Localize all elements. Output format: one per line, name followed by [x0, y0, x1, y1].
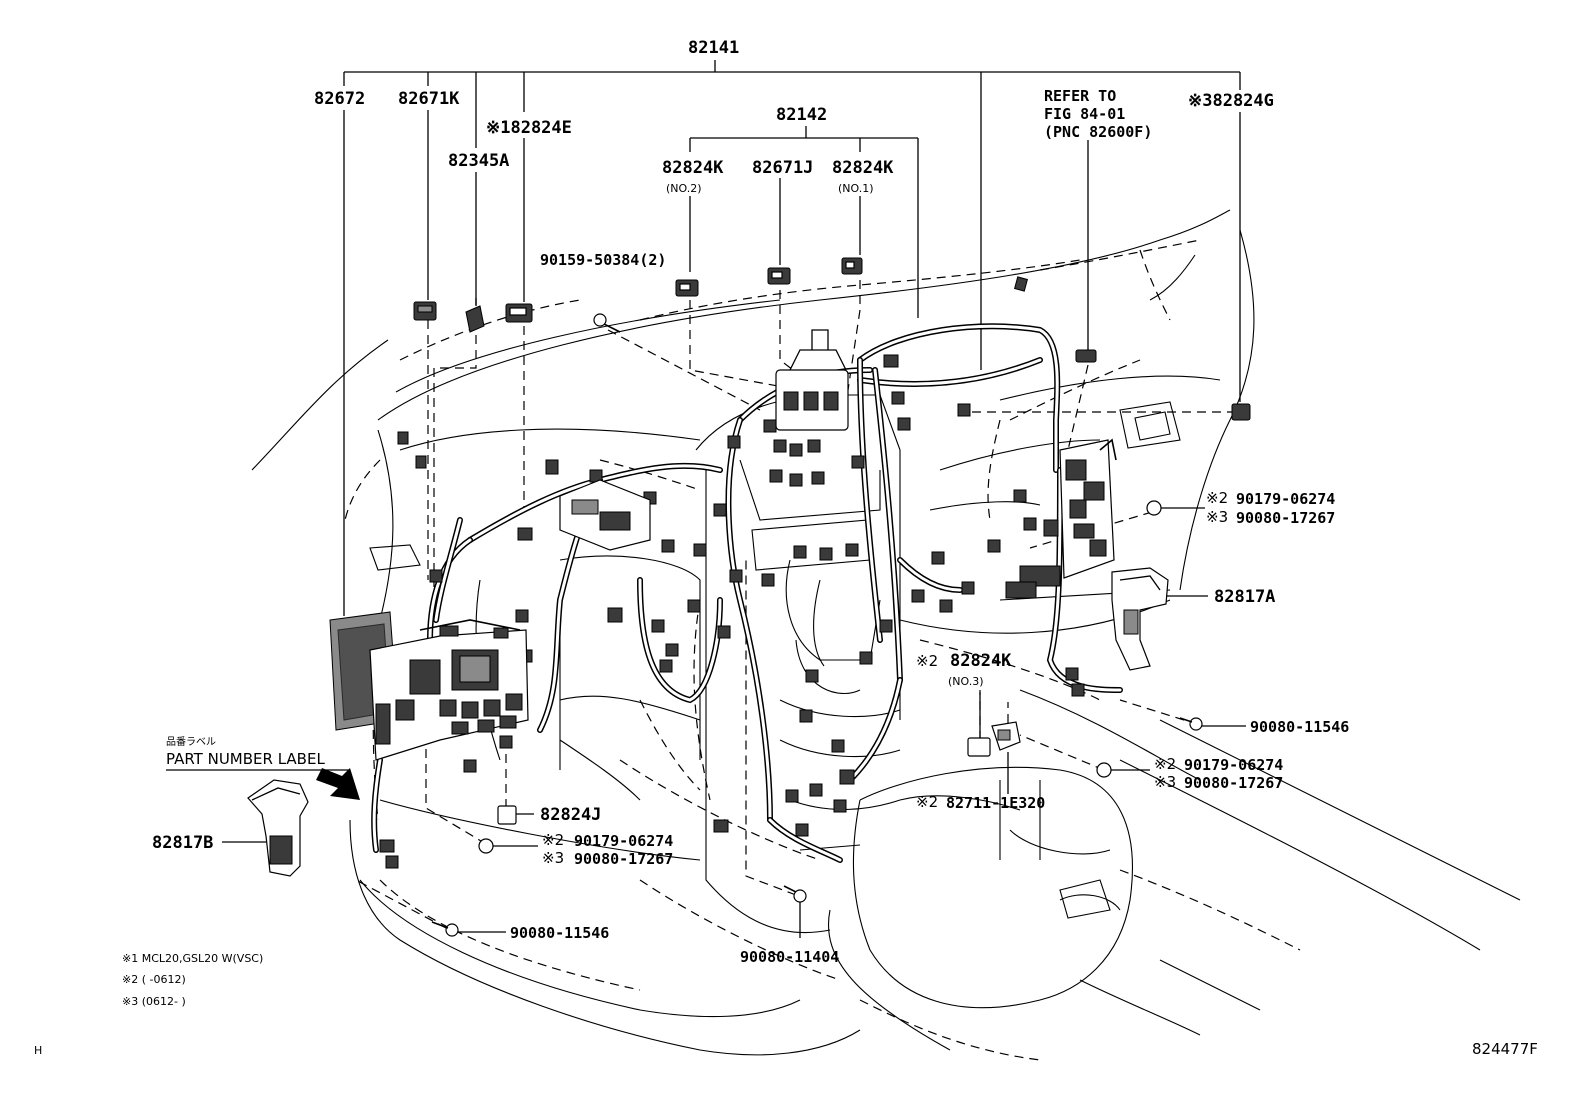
label-82817A: 82817A [1214, 587, 1275, 607]
leader-82142 [689, 126, 919, 318]
part-number-label-en: PART NUMBER LABEL [166, 750, 325, 768]
ref-mark-2b: ※2 [1154, 755, 1176, 773]
right-junction-box [1005, 438, 1117, 599]
label-no1: (NO.1) [838, 182, 874, 195]
ref-mark-2-82711: ※2 [916, 793, 938, 811]
part-labels: 82141 82672 82671K 82345A ※182824E 82142… [34, 38, 1538, 1058]
label-90179-left: 90179-06274 [574, 832, 673, 850]
label-82141: 82141 [688, 38, 739, 58]
note-2: ※2 ( -0612) [122, 973, 186, 986]
label-82671K: 82671K [398, 89, 460, 109]
refer-line-1: REFER TO [1044, 87, 1116, 105]
center-junction-block [775, 329, 849, 431]
figure-code: 824477F [1472, 1040, 1538, 1058]
label-82824E: ※182824E [486, 118, 572, 138]
ref-mark-3-left: ※3 [542, 849, 564, 867]
label-no3: (NO.3) [948, 675, 984, 688]
ref-mark-3a: ※3 [1206, 508, 1228, 526]
part-number-label-jp: 品番ラベル [166, 736, 216, 748]
ref-mark-2a: ※2 [1206, 489, 1228, 507]
label-82824K-no2: 82824K [662, 158, 724, 178]
label-90159: 90159-50384(2) [540, 251, 666, 269]
label-82345A: 82345A [448, 151, 509, 171]
dashboard-body [251, 209, 1521, 1061]
label-90080-a: 90080-17267 [1236, 509, 1335, 527]
label-90080-11546-left: 90080-11546 [510, 924, 609, 942]
label-90080-left: 90080-17267 [574, 850, 673, 868]
left-lower-parts [166, 768, 807, 938]
label-82671J: 82671J [752, 158, 813, 178]
top-parts [413, 257, 1251, 421]
harness-connectors [379, 276, 1085, 869]
label-82824J: 82824J [540, 805, 601, 825]
refer-line-2: FIG 84-01 [1044, 105, 1125, 123]
ref-mark-2-82824K: ※2 [916, 652, 938, 670]
label-82824G: ※382824G [1188, 91, 1274, 111]
corner-code-left: H [34, 1044, 42, 1057]
upper-center-box [559, 479, 651, 551]
label-90179-a: 90179-06274 [1236, 490, 1335, 508]
label-90080-11404: 90080-11404 [740, 948, 839, 966]
note-3: ※3 (0612- ) [122, 995, 186, 1008]
leader-82141 [343, 60, 1241, 616]
label-90179-b: 90179-06274 [1184, 756, 1283, 774]
refer-line-3: (PNC 82600F) [1044, 123, 1152, 141]
assembly-dashes [355, 280, 1236, 929]
label-82824K-no1: 82824K [832, 158, 894, 178]
label-82672: 82672 [314, 89, 365, 109]
left-junction-box [329, 611, 529, 761]
ref-mark-2-left: ※2 [542, 831, 564, 849]
note-1: ※1 MCL20,GSL20 W(VSC) [122, 952, 263, 965]
label-90080-b: 90080-17267 [1184, 774, 1283, 792]
label-82817B: 82817B [152, 833, 213, 853]
label-90080-11546-right: 90080-11546 [1250, 718, 1349, 736]
label-82824K-no3: 82824K [950, 651, 1012, 671]
label-82142: 82142 [776, 105, 827, 125]
ref-mark-3b: ※3 [1154, 773, 1176, 791]
harness-main [371, 323, 1123, 863]
right-parts [967, 500, 1246, 794]
label-no2: (NO.2) [666, 182, 702, 195]
label-82711: 82711-1E320 [946, 794, 1045, 812]
